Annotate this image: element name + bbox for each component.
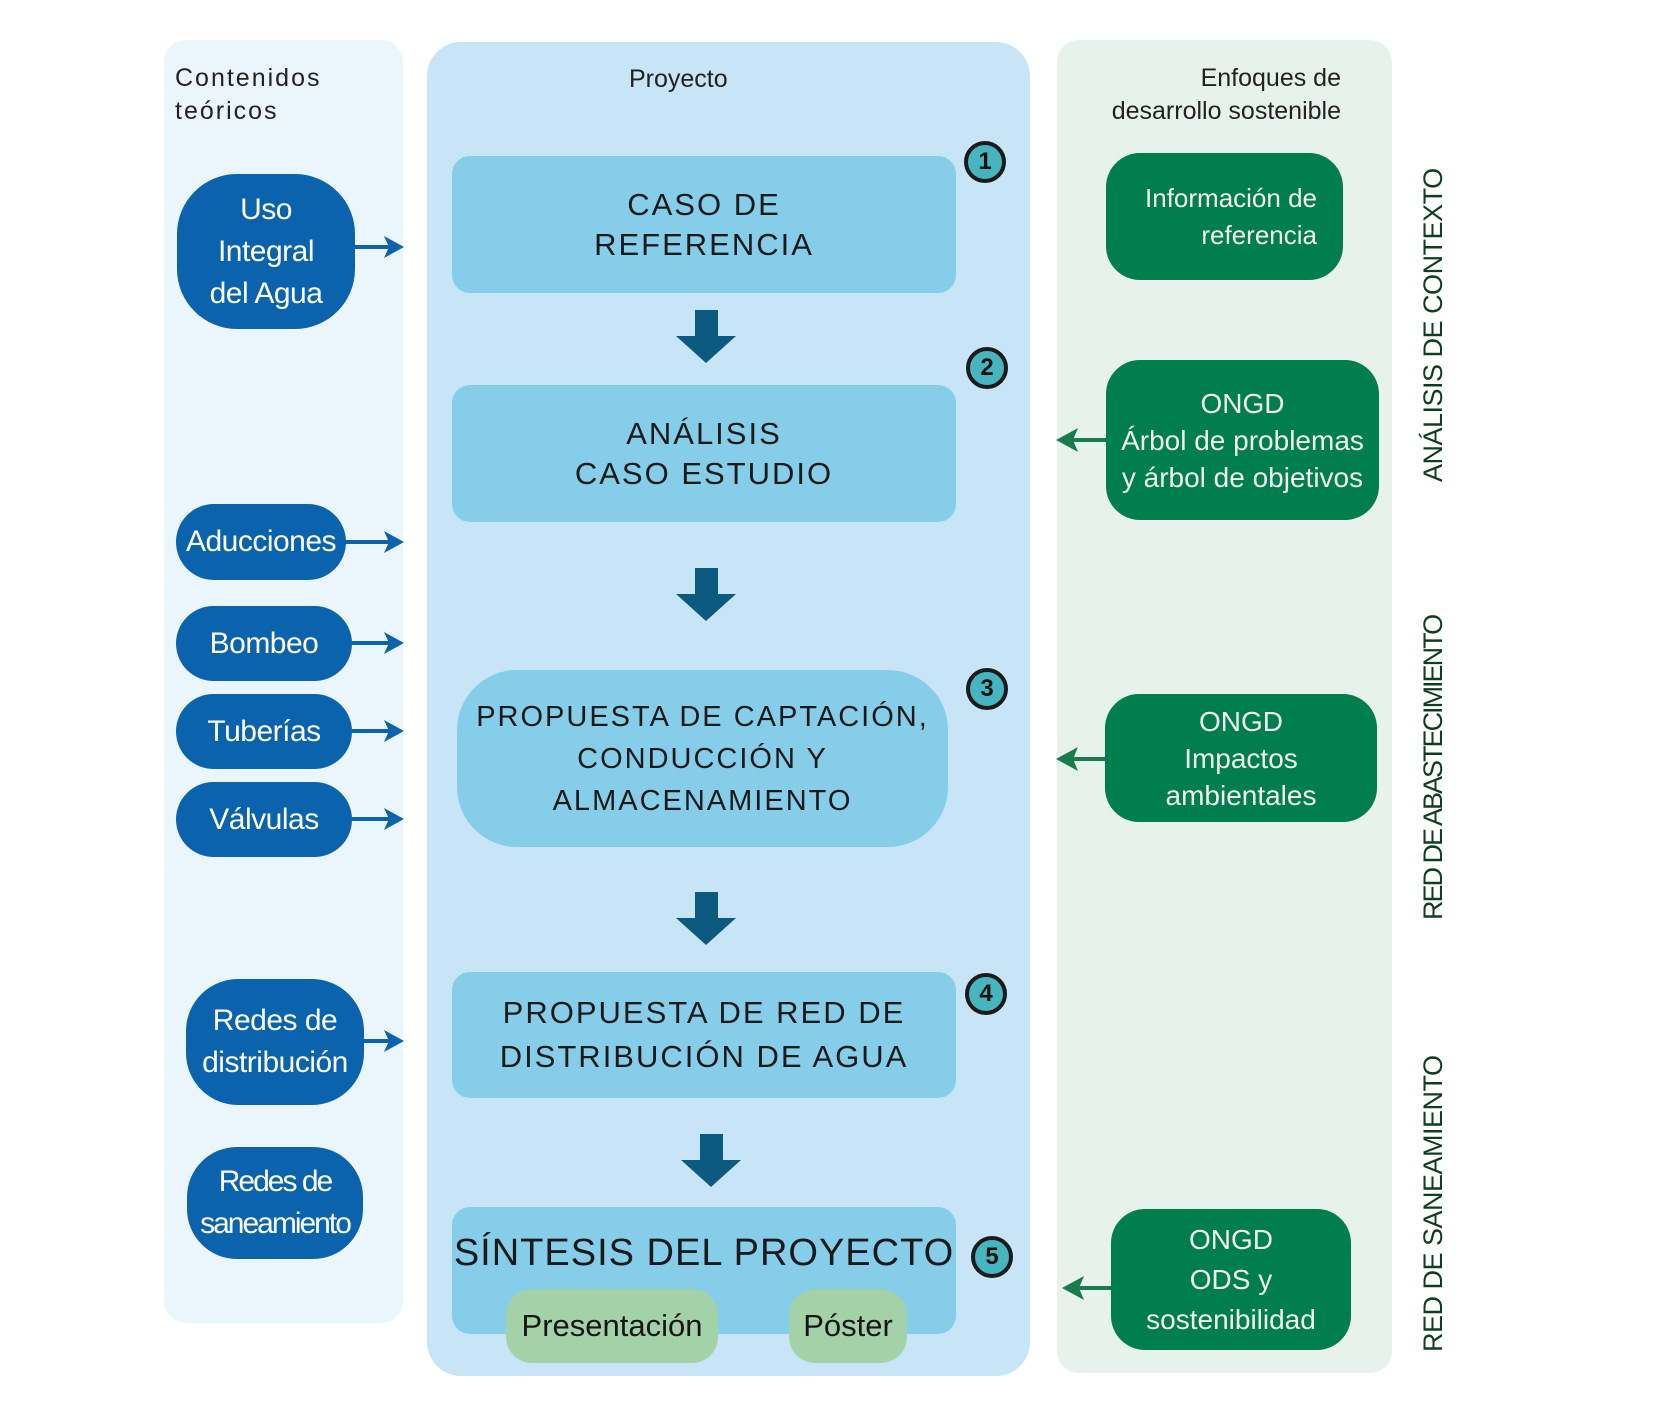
theory-title-line1: Contenidos (175, 64, 322, 92)
arrow-tuberias (352, 720, 404, 742)
flow-arrow-1-2 (676, 310, 736, 363)
theory-column-title: Contenidos teóricos (175, 62, 321, 128)
output-pill-presentacion: Presentación (506, 1289, 718, 1363)
arrow-valvulas (352, 808, 404, 830)
project-column-title: Proyecto (629, 65, 728, 93)
step-number-badge-4: 4 (965, 973, 1007, 1015)
approaches-title-line2: desarrollo sostenible (1111, 97, 1341, 125)
flow-arrow-3-4 (676, 892, 736, 945)
arrow-uso-integral (355, 236, 404, 258)
flow-arrow-2-3 (676, 568, 736, 621)
approaches-column-title: Enfoques de desarrollo sostenible (1075, 62, 1341, 128)
arrow-impactos (1056, 747, 1105, 771)
theory-title-line2: teóricos (175, 97, 279, 125)
arrow-aducciones (344, 531, 404, 553)
arrow-ods (1062, 1276, 1111, 1300)
arrow-bombeo (352, 632, 404, 654)
approaches-title-line1: Enfoques de (1200, 64, 1341, 92)
theory-pill-tuberias: Tuberías (176, 694, 352, 769)
step-number-badge-1: 1 (964, 141, 1006, 183)
step-number-badge-3: 3 (966, 668, 1008, 710)
output-pill-poster: Póster (789, 1289, 907, 1363)
arrow-redes-distribucion (364, 1030, 404, 1052)
step-number-badge-2: 2 (966, 347, 1008, 389)
step-number-badge-5: 5 (971, 1236, 1013, 1278)
flow-arrow-4-5 (681, 1134, 741, 1187)
theory-pill-aducciones: Aducciones (176, 504, 346, 580)
theory-pill-valvulas: Válvulas (176, 782, 352, 857)
theory-pill-bombeo: Bombeo (176, 606, 352, 681)
arrow-arbol-problemas (1056, 428, 1106, 452)
